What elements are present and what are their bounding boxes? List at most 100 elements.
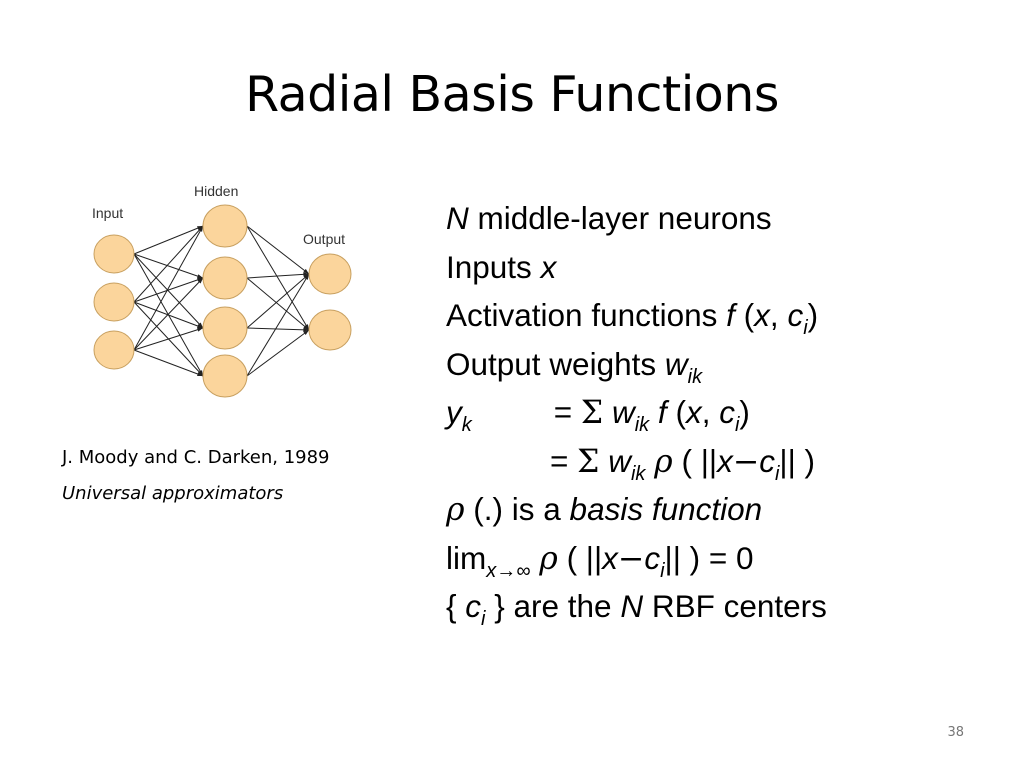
connection-line [246, 273, 310, 377]
output-node [308, 309, 352, 351]
line-weights: Output weights wik [446, 340, 827, 389]
arrowhead [197, 324, 203, 328]
var-x: x [754, 297, 770, 333]
subscript: i [660, 559, 665, 582]
text: = [553, 394, 581, 430]
text: , [701, 394, 720, 430]
text: { [446, 588, 466, 624]
rho-symbol: ρ [654, 443, 673, 480]
connection-line [246, 277, 310, 331]
line-centers: { ci } are the N RBF centers [446, 582, 827, 631]
text: Inputs [446, 248, 541, 285]
arrowhead [198, 226, 203, 232]
text: (.) is a [464, 491, 570, 527]
network-connections [133, 225, 310, 377]
var-c: c [719, 394, 735, 430]
var-f: f [657, 394, 667, 430]
text [645, 443, 654, 479]
subscript: i [481, 608, 486, 630]
text [599, 443, 608, 479]
definitions-list: N middle-layer neurons Inputs x Activati… [446, 194, 827, 631]
rho-symbol: ρ [446, 492, 465, 528]
text: } are the [485, 588, 621, 624]
line-yk: yk= Σ wik f (x, ci) [446, 388, 827, 437]
basis-function-text: basis function [569, 491, 763, 527]
text: ) [807, 297, 819, 333]
output-layer-label: Output [303, 231, 345, 247]
text: ( [666, 394, 686, 430]
caption-subtitle: Universal approximators [62, 483, 284, 504]
line-rho-expansion: = Σ wik ρ ( ||x−ci|| ) [446, 437, 827, 486]
subscript: k [461, 414, 472, 436]
text: , [769, 297, 788, 333]
subscript: x→∞ [486, 559, 531, 582]
text: lim [446, 539, 487, 576]
subscript: i [734, 414, 740, 436]
var-c: c [644, 539, 661, 576]
sigma-symbol: Σ [580, 395, 604, 431]
arrowhead [197, 278, 203, 284]
var-c: c [465, 588, 482, 624]
connection-line [133, 253, 204, 279]
text: ( || [557, 539, 603, 576]
subscript: ik [630, 462, 646, 485]
connection-line [246, 273, 310, 279]
input-layer-label: Input [92, 205, 123, 221]
connection-line [133, 349, 204, 377]
connection-line [246, 329, 310, 377]
slide-title: Radial Basis Functions [245, 66, 779, 123]
var-f: f [726, 297, 735, 333]
connection-line [133, 225, 204, 351]
arrowhead [303, 330, 309, 336]
text: Activation functions [446, 297, 727, 333]
arrowhead [197, 327, 203, 332]
text [531, 540, 540, 576]
connection-line [246, 327, 310, 331]
arrowhead [304, 274, 309, 280]
connection-line [246, 225, 310, 275]
arrowhead [303, 324, 309, 330]
text [649, 394, 658, 430]
var-c: c [759, 442, 775, 479]
page-number: 38 [947, 725, 964, 740]
connection-line [133, 327, 204, 351]
text: || ) = 0 [664, 539, 754, 576]
arrowhead [197, 372, 203, 376]
text: ( [734, 297, 755, 333]
arrowhead [303, 272, 309, 277]
text: RBF centers [643, 588, 827, 624]
var-x: x [540, 248, 557, 285]
var-x: x [685, 394, 702, 430]
input-node [93, 282, 135, 322]
text: middle-layer neurons [468, 200, 772, 236]
hidden-node [202, 204, 248, 248]
var-x: x [717, 442, 733, 479]
line-neurons: N middle-layer neurons [446, 194, 827, 243]
var-w: w [664, 345, 688, 382]
network-nodes [93, 204, 352, 398]
var-w: w [608, 442, 631, 479]
arrowhead [303, 327, 309, 332]
connection-line [133, 301, 204, 329]
connection-line [133, 277, 204, 351]
connection-line [246, 225, 310, 331]
subscript: ik [634, 414, 650, 436]
line-limit: limx→∞ ρ ( ||x−ci|| ) = 0 [446, 534, 827, 583]
var-n: N [446, 200, 469, 236]
hidden-node [202, 256, 248, 300]
var-n: N [620, 588, 644, 624]
line-inputs: Inputs x [446, 243, 827, 292]
hidden-node [202, 354, 248, 398]
var-x: x [602, 539, 618, 576]
minus-symbol: − [732, 443, 760, 480]
rho-symbol: ρ [539, 540, 558, 577]
line-basis: ρ (.) is a basis function [446, 485, 827, 534]
line-activation: Activation functions f (x, ci) [446, 291, 827, 340]
text: || ) [779, 442, 816, 479]
input-node [93, 330, 135, 370]
connection-line [133, 225, 204, 303]
text: ) [739, 394, 750, 430]
input-node [93, 234, 135, 274]
hidden-node [202, 306, 248, 350]
sigma-symbol: Σ [577, 443, 600, 480]
